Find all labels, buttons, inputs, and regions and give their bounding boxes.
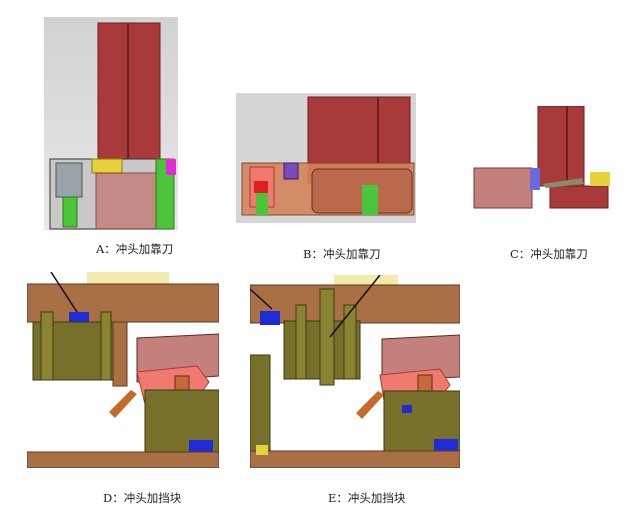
punch-stem xyxy=(319,288,335,386)
diagram-d-drawing xyxy=(27,272,219,468)
cutter-insert xyxy=(95,172,159,230)
die-left xyxy=(473,167,533,209)
magenta-marker xyxy=(166,159,176,175)
green-pin-2 xyxy=(362,185,378,215)
top-pale-block xyxy=(334,275,398,287)
top-pale-block xyxy=(87,272,169,286)
diagram-d xyxy=(27,272,219,468)
diagram-b xyxy=(236,93,416,223)
diagram-a-drawing xyxy=(44,17,178,230)
punch xyxy=(537,106,585,187)
diagram-c-drawing xyxy=(473,106,610,209)
yellow-block xyxy=(590,172,610,186)
diagram-e xyxy=(250,275,460,468)
blue-stop xyxy=(402,405,412,413)
blue-block-lower xyxy=(189,440,213,454)
green-pin xyxy=(256,193,268,215)
yellow-block xyxy=(91,158,123,174)
bolt-head xyxy=(55,162,83,198)
diagram-b-drawing xyxy=(236,93,416,223)
sheet-edge xyxy=(356,391,384,419)
caption-c: C：冲头加靠刀 xyxy=(510,247,588,261)
lower-plate xyxy=(250,450,460,468)
yellow-marker xyxy=(256,445,268,455)
upper-plate xyxy=(27,283,219,323)
blue-block-upper xyxy=(260,311,280,325)
blue-block-lower xyxy=(434,439,458,453)
lower-plate xyxy=(27,451,219,468)
diagram-e-drawing xyxy=(250,275,460,468)
left-guide xyxy=(250,354,271,468)
die-right xyxy=(549,185,609,209)
knife-edge xyxy=(542,178,584,188)
sheet-edge xyxy=(109,390,137,418)
caption-e: E：冲头加挡块 xyxy=(328,491,406,505)
green-side xyxy=(155,158,175,230)
caption-d: D：冲头加挡块 xyxy=(103,491,182,505)
diagram-c xyxy=(472,106,612,210)
caption-b: B：冲头加靠刀 xyxy=(303,247,381,261)
blue-stop xyxy=(530,168,540,190)
punch-stem xyxy=(112,321,128,387)
caption-a: A：冲头加靠刀 xyxy=(96,242,174,256)
green-pin xyxy=(62,196,78,228)
purple-screw xyxy=(283,162,299,180)
red-marker xyxy=(254,181,268,193)
diagram-a xyxy=(44,17,178,230)
